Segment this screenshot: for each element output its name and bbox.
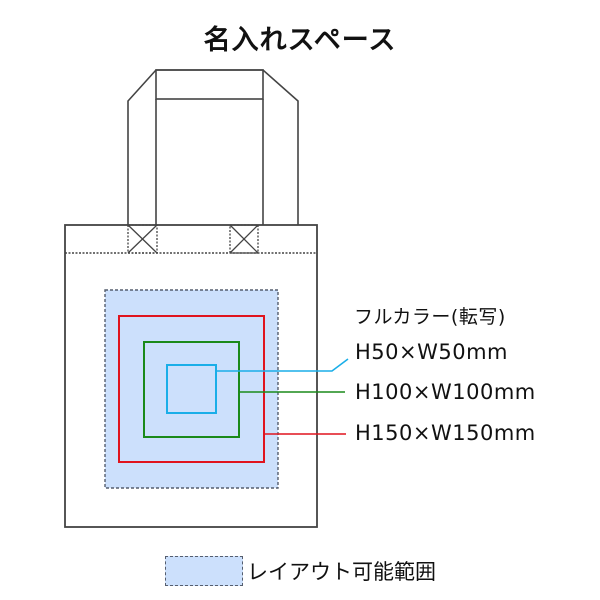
size-label-100mm: H100×W100mm [355,380,536,404]
size-label-50mm: H50×W50mm [355,340,509,364]
bag-handle [127,69,299,225]
print-method-heading: フルカラー(転写) [354,306,506,328]
print-area-50mm [166,364,217,414]
leader-line-50mm [216,358,349,372]
legend-layout-area-swatch [165,556,243,586]
legend-label: レイアウト可能範囲 [247,560,436,584]
print-area-100mm [143,341,240,438]
layout-area [104,289,279,489]
handle-attachment-right [229,224,259,254]
diagram-title: 名入れスペース [203,25,397,56]
handle-attachment-left [127,224,158,254]
legend: レイアウト可能範囲 [165,556,436,586]
size-label-150mm: H150×W150mm [355,421,536,445]
print-area-150mm [118,315,265,463]
